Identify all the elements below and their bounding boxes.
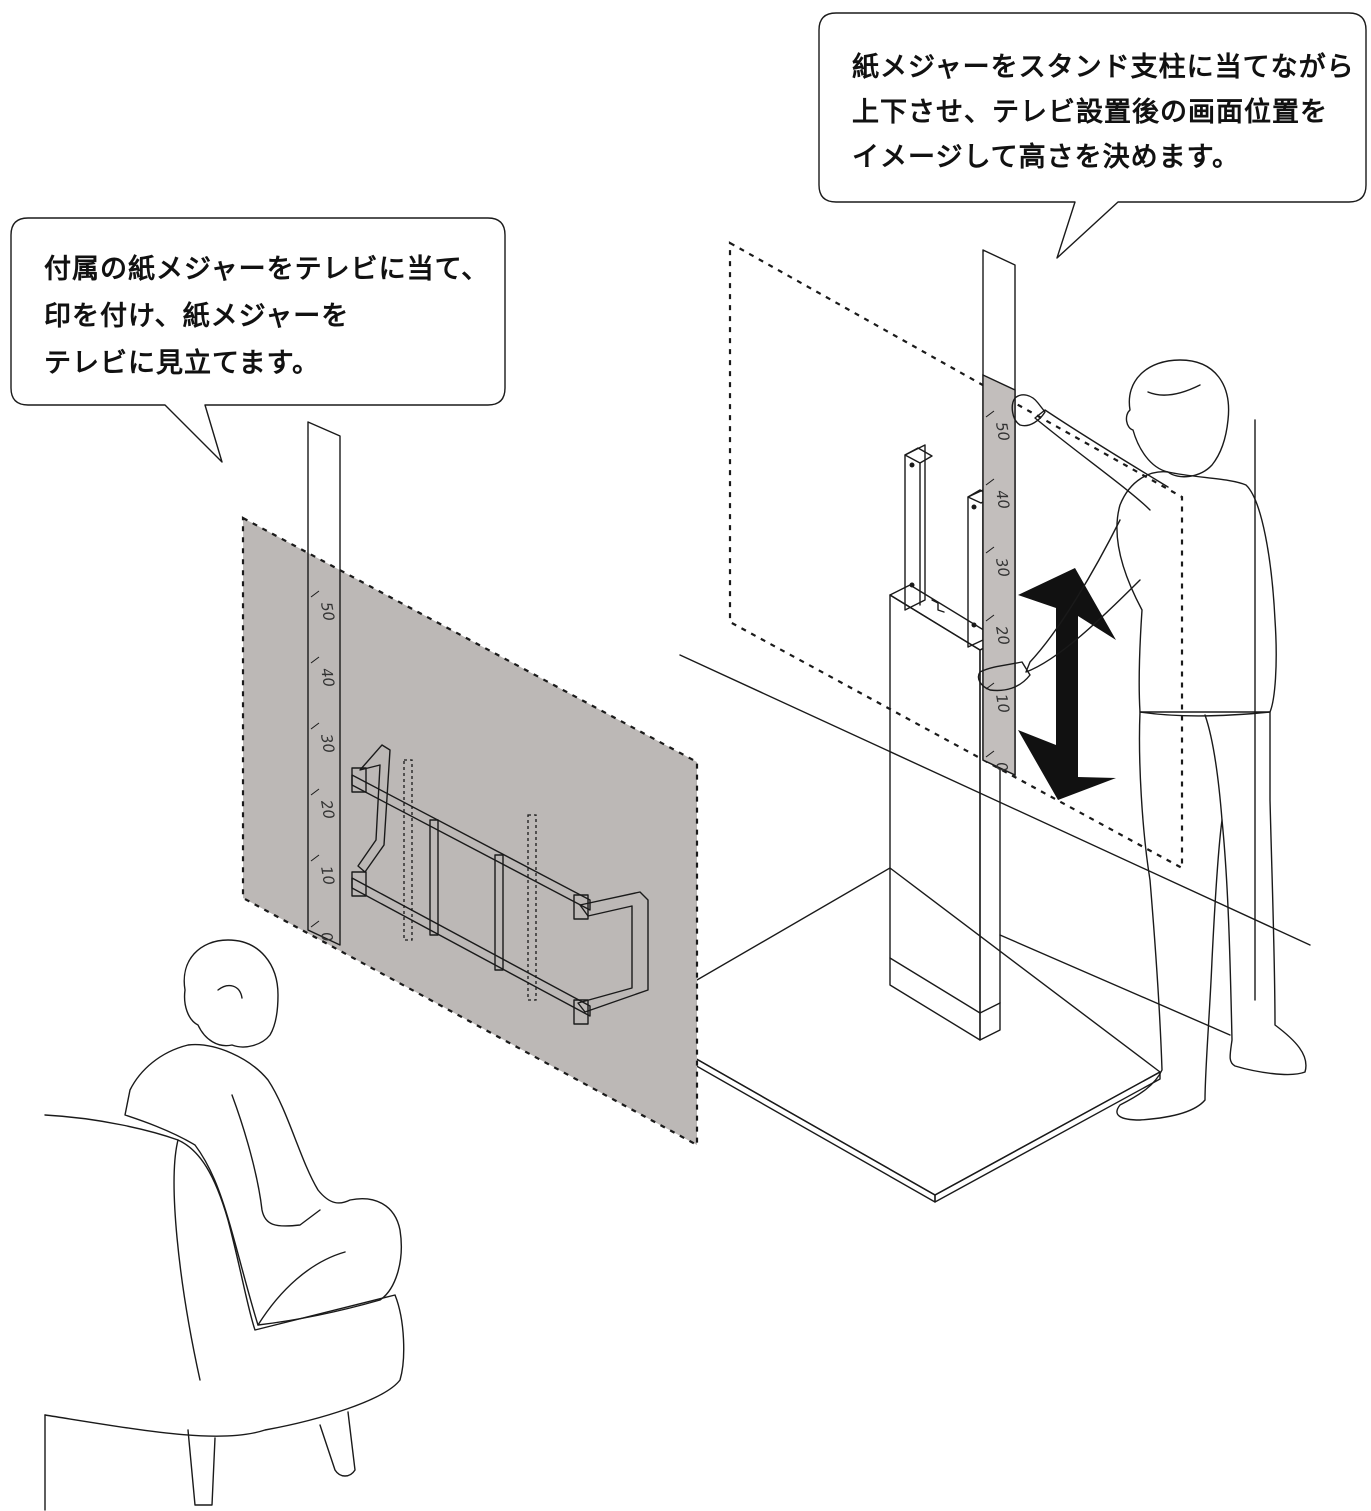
callout-right-line-1: 紙メジャーをスタンド支柱に当てながら — [852, 51, 1355, 83]
tape-right-tick-40 — [985, 478, 995, 486]
tape-right-label-20: 20 — [992, 625, 1013, 647]
tape-right-scale: 0 10 20 30 40 50 — [985, 410, 1013, 774]
tape-left-label-50: 50 — [317, 601, 338, 623]
tape-left-tick-0 — [310, 920, 320, 928]
tape-right-label-50: 50 — [992, 421, 1013, 443]
tape-left-label-10: 10 — [317, 865, 338, 887]
tape-right-tick-30 — [985, 546, 995, 554]
tape-right-tick-20 — [985, 614, 995, 622]
double-arrow-icon — [1018, 568, 1116, 800]
callout-left: 付属の紙メジャーをテレビに当て、 印を付け、紙メジャーを テレビに見立てます。 — [10, 217, 506, 463]
seated-person-armchair — [44, 939, 405, 1511]
tape-right-label-30: 30 — [992, 557, 1013, 579]
callout-right: 紙メジャーをスタンド支柱に当てながら 上下させ、テレビ設置後の画面位置を イメー… — [818, 12, 1367, 259]
tape-left-tick-50 — [310, 590, 320, 598]
callout-right-line-2: 上下させ、テレビ設置後の画面位置を — [852, 96, 1328, 128]
tape-right-label-0: 0 — [992, 761, 1011, 774]
callout-left-line-3: テレビに見立てます。 — [44, 347, 320, 379]
tape-right-label-10: 10 — [992, 693, 1013, 715]
tv-outline-dashed — [728, 241, 1184, 870]
tape-right-tick-0 — [985, 750, 995, 758]
callout-right-line-3: イメージして高さを決めます。 — [852, 141, 1240, 173]
tape-left-scale: 0 10 20 30 40 50 — [310, 590, 338, 944]
wall-mount-bracket — [351, 744, 649, 1025]
tape-left-tick-10 — [310, 854, 320, 862]
tv-mock-sheet — [243, 518, 697, 1145]
tape-left-label-0: 0 — [317, 931, 336, 944]
standing-person — [977, 359, 1307, 1121]
tape-left-label-20: 20 — [317, 799, 338, 821]
tape-left-label-40: 40 — [317, 667, 338, 689]
room-lines — [679, 654, 1311, 1036]
tape-right-tick-50 — [985, 410, 995, 418]
tape-left — [307, 421, 341, 946]
callout-left-line-1: 付属の紙メジャーをテレビに当て、 — [44, 253, 489, 285]
tape-left-tick-30 — [310, 722, 320, 730]
tape-left-tick-40 — [310, 656, 320, 664]
callout-left-line-2: 印を付け、紙メジャーを — [44, 300, 349, 332]
tape-left-label-30: 30 — [317, 733, 338, 755]
tape-right — [982, 249, 1016, 777]
tape-right-label-40: 40 — [992, 489, 1013, 511]
stand-base-plate — [627, 867, 1161, 1203]
tape-left-tick-20 — [310, 788, 320, 796]
tv-mock-outline — [241, 516, 699, 1147]
